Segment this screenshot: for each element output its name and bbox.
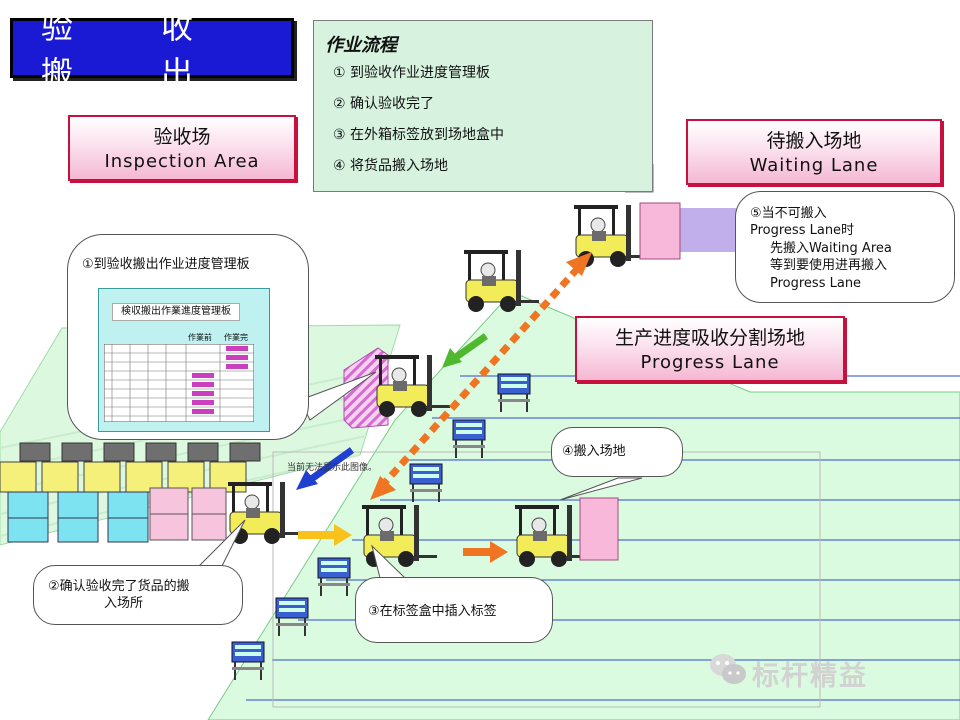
orange-dashed-arrow — [377, 265, 581, 491]
inspection-area-en: Inspection Area — [104, 151, 260, 172]
workflow-box — [313, 20, 653, 192]
board-table — [104, 344, 254, 422]
confirm-callout-line-2: 入场所 — [104, 596, 144, 611]
workflow-title: 作业流程 — [325, 35, 397, 56]
wechat-icon — [710, 654, 746, 684]
waiting-callout-line-5: Progress Lane — [770, 276, 862, 291]
waiting-callout-line-4: 等到要使用进再搬入 — [770, 258, 888, 273]
watermark-text: 标杆精益 — [752, 661, 868, 692]
page-title: 验 收 搬 出 — [10, 8, 294, 92]
waiting-callout-line-1: ⑤当不可搬入 — [750, 206, 827, 221]
workflow-step-2: ② 确认验收完了 — [333, 96, 435, 112]
page-title-text: 验 收 搬 出 — [41, 8, 282, 92]
inspection-area-label: 验收场 Inspection Area — [68, 115, 296, 181]
staged-pallets — [343, 347, 389, 429]
insert-callout — [355, 577, 553, 643]
move-callout-text: ④搬入场地 — [562, 444, 626, 459]
green-arrow — [449, 333, 489, 363]
waiting-callout-line-2: Progress Lane时 — [750, 223, 855, 238]
orange-dashed-arrow-head-top — [566, 252, 592, 276]
green-arrow-head — [442, 348, 462, 368]
move-callout-tail — [559, 477, 643, 501]
image-error-text: 当前无法显示此图像。 — [287, 463, 378, 473]
progress-lane-en: Progress Lane — [640, 352, 780, 373]
inspection-area-zh: 验收场 — [153, 126, 211, 148]
waiting-callout — [735, 191, 955, 303]
waiting-lane-zh: 待搬入场地 — [766, 130, 862, 152]
orange-arrow-head — [490, 541, 508, 563]
blue-arrow — [307, 447, 355, 483]
pallet-waiting — [639, 202, 681, 260]
pallet-right — [579, 497, 619, 561]
confirm-callout-line-1: ②确认验收完了货品的搬 — [48, 579, 190, 594]
orange-dashed-arrow-head-bottom — [370, 476, 396, 500]
board-col-before: 作業前 — [188, 333, 212, 342]
workflow-step-1: ① 到验收作业进度管理板 — [333, 65, 491, 81]
board-col-done: 作業完 — [224, 333, 248, 342]
forklift-top — [463, 249, 540, 313]
waiting-lane-en: Waiting Lane — [749, 155, 879, 176]
image-placeholder-frame — [272, 451, 821, 708]
progress-lane-label: 生产进度吸收分割场地 Progress Lane — [575, 316, 845, 382]
progress-lane-zh: 生产进度吸收分割场地 — [614, 327, 805, 349]
waiting-lane-label: 待搬入场地 Waiting Lane — [686, 119, 942, 185]
crate-stacks — [0, 442, 261, 543]
move-callout — [551, 427, 683, 477]
board-title: 検収搬出作業進度管理板 — [112, 303, 240, 321]
confirm-callout — [33, 565, 243, 625]
workflow-step-3: ③ 在外箱标签放到场地盒中 — [333, 127, 505, 143]
board-callout-text: ①到验收搬出作业进度管理板 — [82, 257, 250, 272]
waiting-callout-line-3: 先搬入Waiting Area — [770, 241, 892, 256]
insert-callout-text: ③在标签盒中插入标签 — [368, 604, 497, 619]
workflow-step-4: ④ 将货品搬入场地 — [333, 158, 449, 174]
yellow-arrow-head — [334, 524, 352, 546]
blue-arrow-head — [296, 470, 318, 490]
